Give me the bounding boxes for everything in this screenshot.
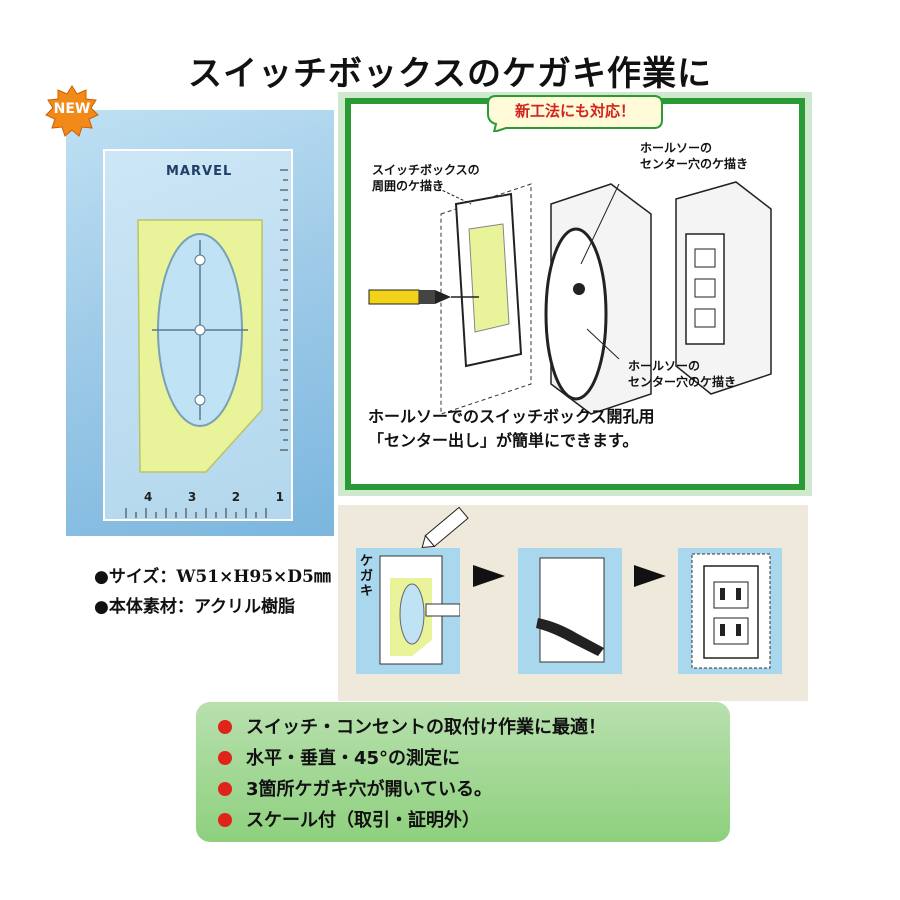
caption-line: ホールソーでのスイッチボックス開孔用 xyxy=(368,407,655,426)
arrow-right-icon xyxy=(634,565,666,587)
scale-number: 2 xyxy=(231,490,241,504)
page-title: スイッチボックスのケガキ作業に xyxy=(188,54,712,94)
label-holesaw-top: ホールソーの センター穴のケ描き xyxy=(640,140,748,172)
spec-material: ●本体素材：アクリル樹脂 xyxy=(94,592,331,622)
feature-text: 3箇所ケガキ穴が開いている。 xyxy=(246,779,492,800)
label-switchbox: スイッチボックスの 周囲のケ描き xyxy=(372,162,480,194)
feature-item: スイッチ・コンセントの取付け作業に最適！ xyxy=(218,712,606,743)
scale-number: 1 xyxy=(275,490,284,504)
scale-number: 4 xyxy=(144,490,153,504)
callout-text: 新工法にも対応！ xyxy=(514,102,635,120)
bullet-icon xyxy=(218,720,232,734)
spec-material-value: アクリル樹脂 xyxy=(193,597,295,617)
label-holesaw-bottom: ホールソーの センター穴のケ描き xyxy=(628,358,736,390)
step-kegaki: ケガキ xyxy=(356,548,461,674)
arrow-right-icon xyxy=(473,565,505,587)
ruler-illustration xyxy=(103,149,293,521)
outlet-installed-illustration xyxy=(691,553,771,669)
ruler-scale-numbers: 4 3 2 1 xyxy=(144,490,284,504)
diagram-panel xyxy=(345,98,805,490)
bullet-icon xyxy=(218,751,232,765)
label-line: 周囲のケ描き xyxy=(372,179,445,193)
feature-text: 水平・垂直・45°の測定に xyxy=(246,748,461,769)
label-line: スイッチボックスの xyxy=(372,163,480,177)
feature-text: スケール付（取引・証明外） xyxy=(246,810,480,831)
feature-text: スイッチ・コンセントの取付け作業に最適！ xyxy=(246,717,606,738)
holesaw-cutting-illustration xyxy=(536,557,605,663)
product-photo: MARVEL 4 3 2 1 xyxy=(66,110,334,536)
new-badge-icon xyxy=(45,85,99,137)
new-badge-label: NEW xyxy=(53,101,91,117)
features-panel xyxy=(196,702,730,842)
spec-size-label: ●サイズ： xyxy=(94,567,177,587)
scale-number: 3 xyxy=(187,490,197,504)
feature-list: スイッチ・コンセントの取付け作業に最適！ 水平・垂直・45°の測定に 3箇所ケガ… xyxy=(218,712,606,836)
spec-size-value: W51×H95×D5㎜ xyxy=(176,567,331,587)
caption-line: 「センター出し」が簡単にできます。 xyxy=(368,431,639,450)
feature-item: 3箇所ケガキ穴が開いている。 xyxy=(218,774,606,805)
spec-material-label: ●本体素材： xyxy=(94,597,194,617)
label-line: センター穴のケ描き xyxy=(628,375,737,389)
template-marking-illustration xyxy=(379,555,461,665)
label-line: ホールソーの xyxy=(628,359,701,373)
bullet-icon xyxy=(218,782,232,796)
pencil-icon xyxy=(421,506,469,549)
spec-size: ●サイズ：W51×H95×D5㎜ xyxy=(94,562,331,592)
brand-logo: MARVEL xyxy=(166,164,233,179)
product-specs: ●サイズ：W51×H95×D5㎜ ●本体素材：アクリル樹脂 xyxy=(94,562,331,622)
bullet-icon xyxy=(218,813,232,827)
label-line: ホールソーの xyxy=(640,141,713,155)
feature-item: スケール付（取引・証明外） xyxy=(218,805,606,836)
callout-bubble xyxy=(487,95,663,132)
label-line: センター穴のケ描き xyxy=(640,157,749,171)
kegaki-label: ケガキ xyxy=(360,554,374,599)
diagram-caption: ホールソーでのスイッチボックス開孔用 「センター出し」が簡単にできます。 xyxy=(368,405,655,453)
step-cutting xyxy=(518,548,622,674)
feature-item: 水平・垂直・45°の測定に xyxy=(218,743,606,774)
step-outlet xyxy=(678,548,782,674)
holesaw-diagram xyxy=(368,181,772,415)
